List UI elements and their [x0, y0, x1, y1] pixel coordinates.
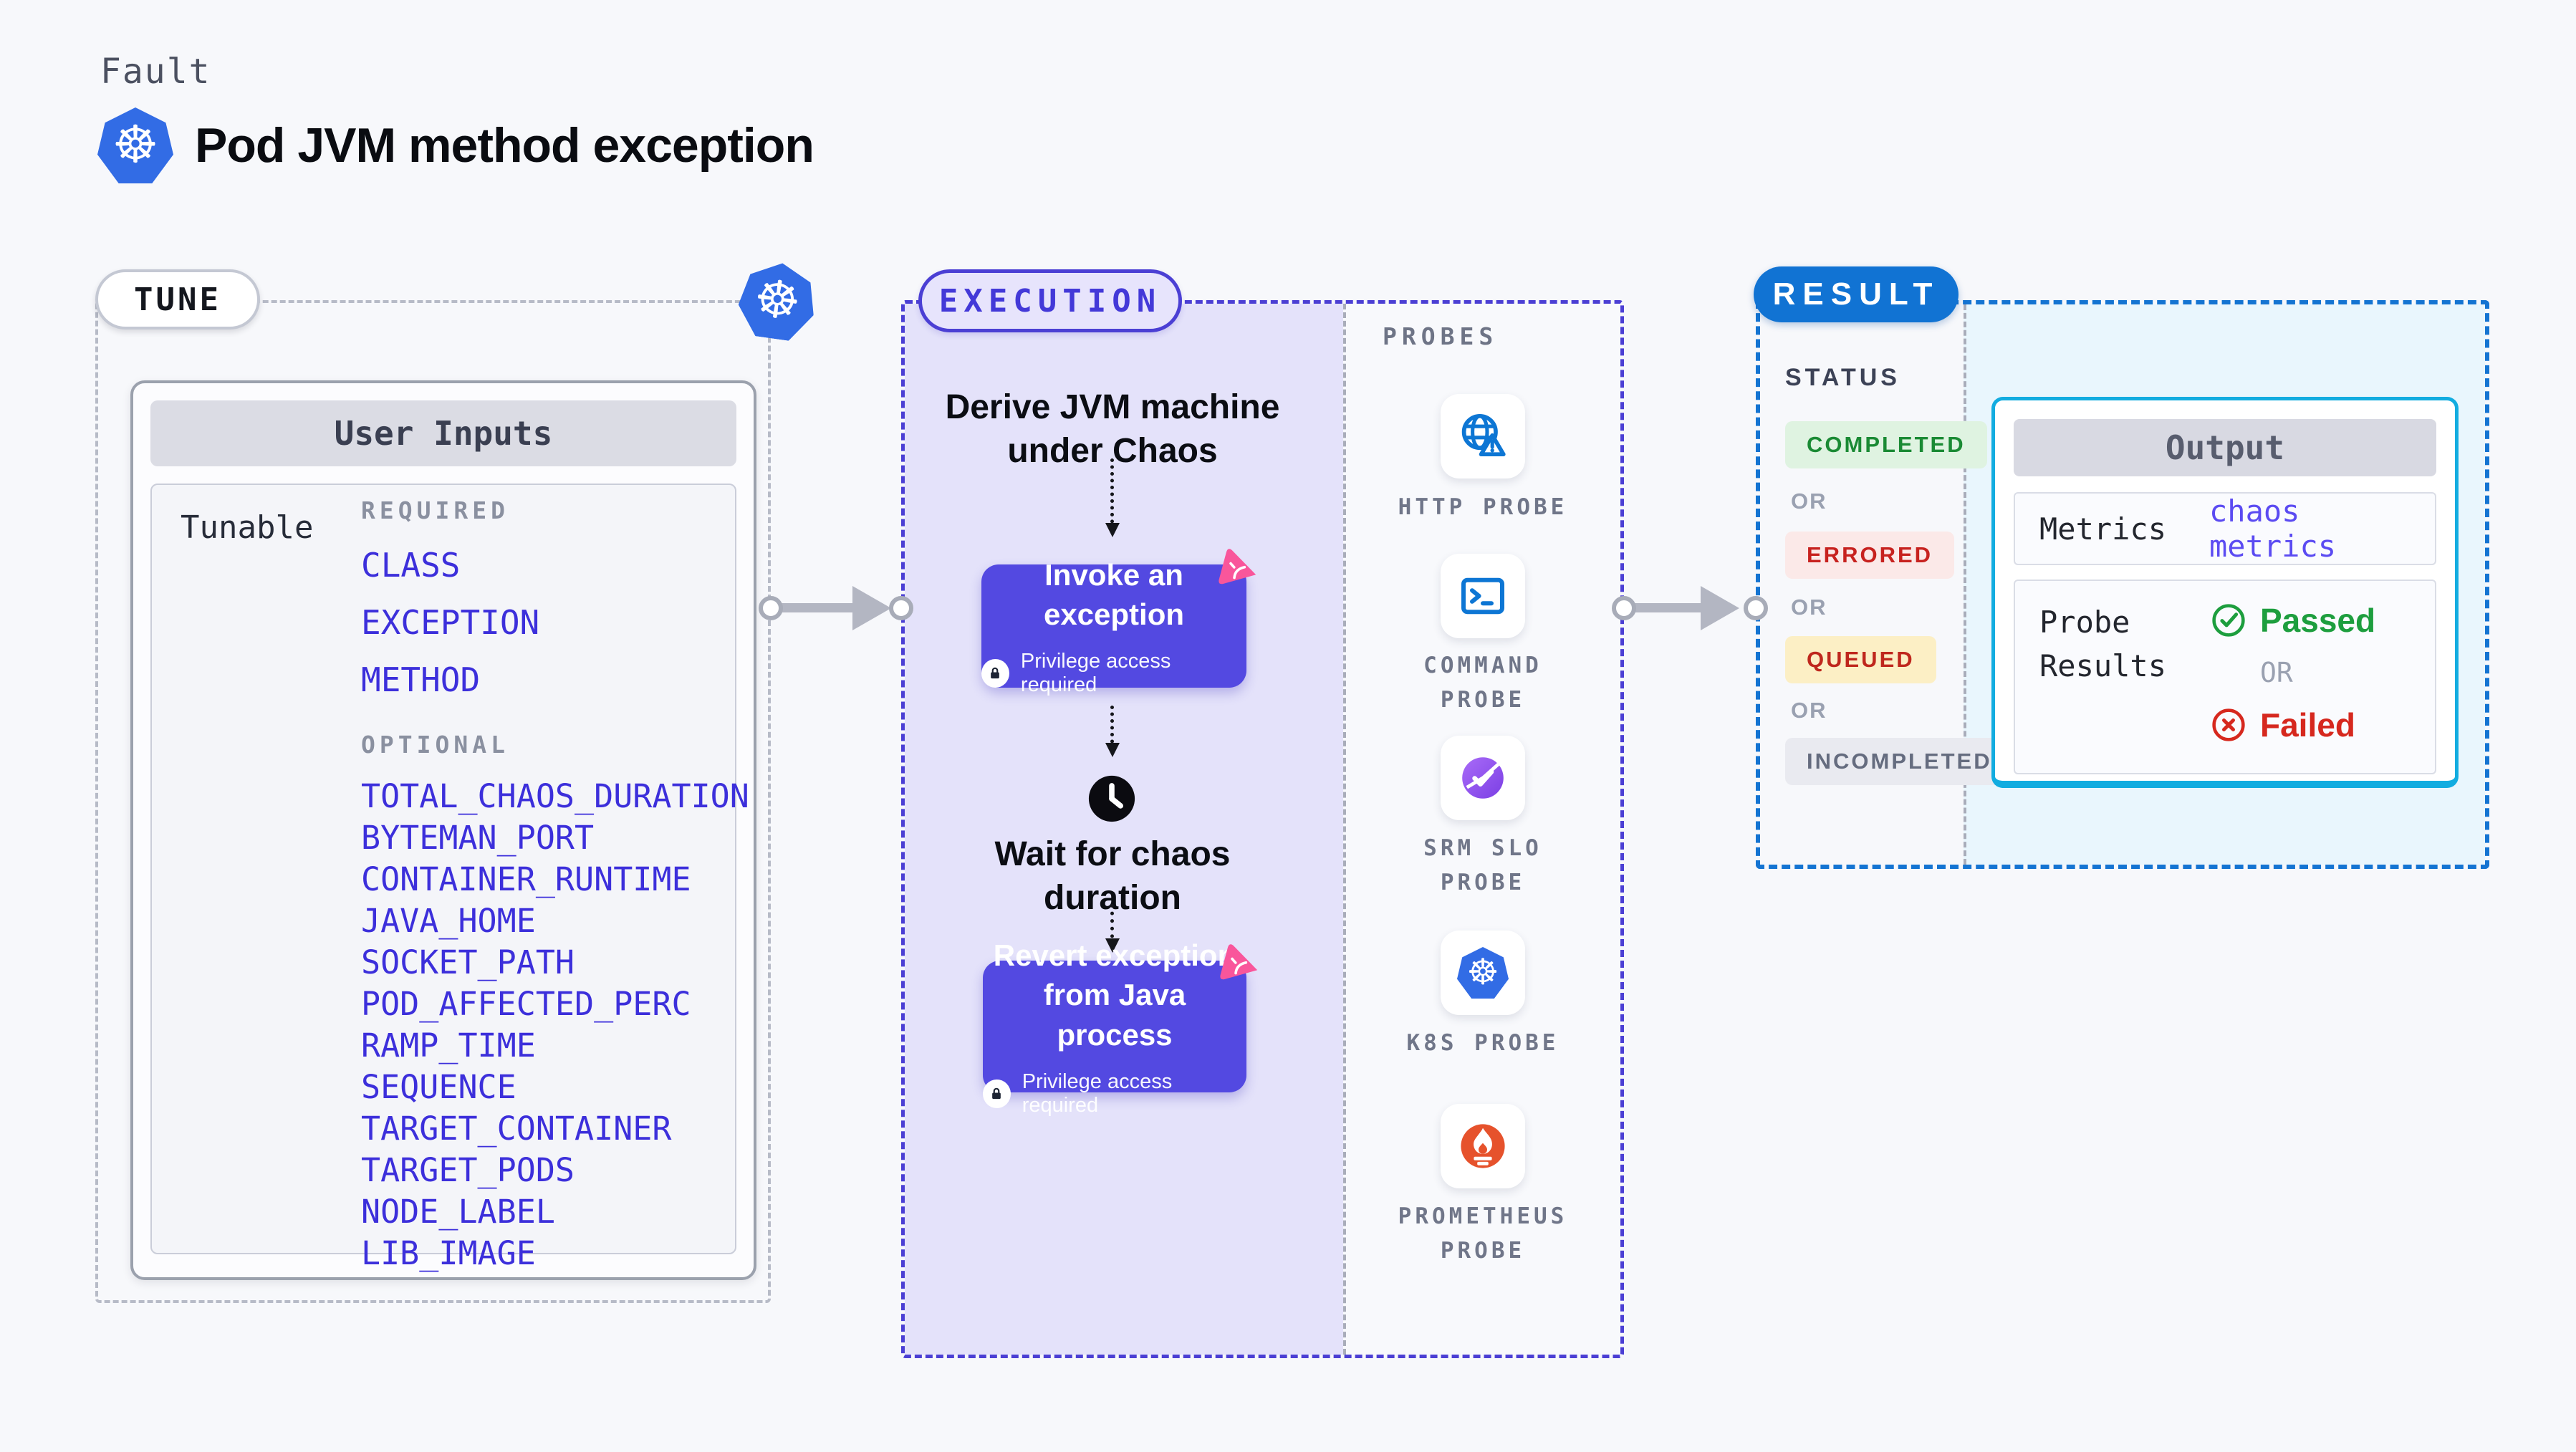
tunable-ramp-time[interactable]: RAMP_TIME [361, 1027, 536, 1064]
connector-dot [1744, 596, 1768, 620]
tunable-class[interactable]: CLASS [361, 546, 461, 585]
execution-section-box [901, 300, 1624, 1358]
chaos-metrics-link[interactable]: chaos metrics [2209, 494, 2337, 564]
probe-results-label: Probe Results [2039, 605, 2167, 683]
lock-icon [983, 1080, 1011, 1109]
tunable-java-home[interactable]: JAVA_HOME [361, 902, 536, 940]
tune-section-badge: TUNE [95, 269, 260, 330]
status-badge-queued: QUEUED [1785, 636, 1936, 683]
k8s-probe-tile[interactable]: ☸ [1441, 931, 1525, 1015]
result-section-badge: RESULT [1754, 266, 1959, 322]
probe-results-row: Probe Results Passed OR Failed [2014, 580, 2436, 774]
tunable-pod-affected-perc[interactable]: POD_AFFECTED_PERC [361, 985, 691, 1023]
arrowhead-tune-to-execution [852, 586, 891, 630]
passed-label: Passed [2260, 602, 2376, 639]
failed-label: Failed [2260, 706, 2355, 744]
privilege-note: Privilege access required [983, 1070, 1246, 1117]
tunable-exception[interactable]: EXCEPTION [361, 603, 540, 642]
invoke-exception-node[interactable]: Invoke an exception Privilege access req… [981, 558, 1246, 696]
k8s-probe-icon: ☸ [1457, 947, 1509, 999]
user-inputs-panel: Tunable REQUIRED CLASS EXCEPTION METHOD … [150, 484, 749, 1272]
tunable-total-chaos-duration[interactable]: TOTAL_CHAOS_DURATION [361, 777, 749, 815]
or-label: OR [1791, 595, 1827, 620]
status-label: STATUS [1785, 364, 1900, 391]
connector-dot [759, 596, 783, 620]
fault-eyebrow: Fault [100, 52, 211, 92]
status-badge-errored: ERRORED [1785, 532, 1955, 579]
tunable-target-container[interactable]: TARGET_CONTAINER [361, 1110, 672, 1148]
prometheus-probe-tile[interactable] [1441, 1104, 1525, 1188]
k8s-probe-label: K8S PROBE [1406, 1030, 1559, 1056]
http-probe-tile[interactable] [1441, 394, 1525, 479]
connector-dot [889, 596, 913, 620]
arrowhead-execution-to-result [1701, 586, 1739, 630]
or-label: OR [1791, 698, 1827, 723]
failed-row: Failed [2210, 706, 2375, 744]
tunable-container-runtime[interactable]: CONTAINER_RUNTIME [361, 860, 691, 898]
tunable-target-pods[interactable]: TARGET_PODS [361, 1151, 575, 1189]
tunable-socket-path[interactable]: SOCKET_PATH [361, 943, 575, 981]
litmus-chaos-icon [1218, 943, 1264, 992]
tunable-node-label[interactable]: NODE_LABEL [361, 1193, 555, 1231]
failed-x-icon [2212, 708, 2245, 741]
clock-icon [1087, 774, 1137, 827]
privilege-note-text: Privilege access required [1020, 650, 1171, 697]
lock-icon [981, 659, 1009, 688]
srm-slo-probe-tile[interactable] [1441, 736, 1525, 820]
status-badge-incompleted: INCOMPLETED [1785, 738, 2014, 785]
tunable-byteman-port[interactable]: BYTEMAN_PORT [361, 819, 595, 857]
command-probe-tile[interactable] [1441, 554, 1525, 638]
metrics-row: Metrics chaos metrics [2014, 492, 2436, 565]
http-probe-icon [1461, 413, 1506, 457]
command-probe-icon [1461, 577, 1504, 615]
prometheus-probe-icon [1461, 1124, 1505, 1168]
http-probe-label: HTTP PROBE [1398, 494, 1568, 520]
output-card: Output Metrics chaos metrics Probe Resul… [1991, 397, 2459, 788]
invoke-exception-label: Invoke an exception [1043, 557, 1185, 631]
tunable-lib-image[interactable]: LIB_IMAGE [361, 1234, 536, 1272]
tunable-sequence[interactable]: SEQUENCE [361, 1068, 516, 1106]
connector-dot [1612, 596, 1636, 620]
execution-flow-area [905, 304, 1343, 1355]
arrow-tune-to-execution [777, 603, 862, 612]
user-inputs-card: User Inputs Tunable REQUIRED CLASS EXCEP… [130, 380, 756, 1280]
privilege-note: Privilege access required [981, 650, 1246, 697]
user-inputs-title: User Inputs [150, 400, 736, 466]
flow-arrow-down [1105, 904, 1120, 953]
tunable-method[interactable]: METHOD [361, 660, 481, 699]
privilege-note-text: Privilege access required [1022, 1070, 1173, 1117]
srm-slo-probe-icon [1462, 757, 1504, 799]
tune-section-box [95, 300, 771, 1303]
tunables-list: REQUIRED CLASS EXCEPTION METHOD OPTIONAL… [361, 496, 749, 1276]
output-title: Output [2014, 419, 2436, 476]
page-title: Pod JVM method exception [195, 118, 814, 173]
kubernetes-icon: ☸ [97, 107, 173, 183]
optional-section-label: OPTIONAL [361, 731, 509, 759]
revert-exception-node[interactable]: Revert exception from Java process Privi… [983, 938, 1246, 1117]
arrow-execution-to-result [1630, 603, 1707, 612]
or-label: OR [1791, 489, 1827, 514]
metrics-label: Metrics [2039, 511, 2167, 547]
page-title-row: ☸ Pod JVM method exception [97, 107, 814, 183]
flow-arrow-down [1105, 458, 1120, 537]
status-badge-completed: COMPLETED [1785, 421, 1987, 468]
passed-check-icon [2212, 604, 2245, 637]
execution-section-badge: EXECUTION [918, 269, 1182, 332]
probes-section-label: PROBES [1383, 322, 1499, 350]
passed-row: Passed [2210, 601, 2375, 640]
required-section-label: REQUIRED [361, 496, 509, 524]
tunable-label: Tunable [181, 509, 314, 546]
flow-arrow-down [1105, 706, 1120, 757]
or-label: OR [2260, 657, 2293, 688]
litmus-chaos-icon [1216, 547, 1262, 597]
revert-exception-label: Revert exception from Java process [993, 938, 1236, 1052]
